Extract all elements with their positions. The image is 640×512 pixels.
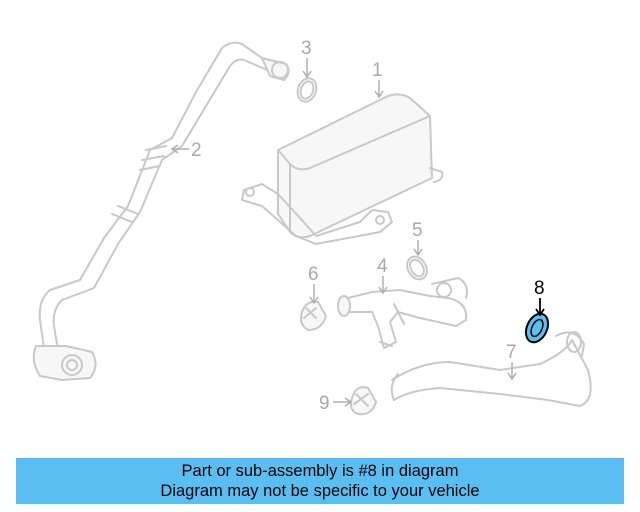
callout-5: 5 bbox=[412, 220, 423, 241]
callout-4: 4 bbox=[377, 256, 388, 277]
part-8-gasket-highlighted bbox=[524, 312, 550, 344]
part-2-hose bbox=[32, 41, 290, 381]
leader-2 bbox=[170, 144, 189, 154]
leader-6 bbox=[309, 284, 319, 305]
part-9-clamp bbox=[349, 386, 377, 416]
leader-5 bbox=[413, 240, 423, 257]
banner-line-2: Diagram may not be specific to your vehi… bbox=[160, 482, 480, 500]
callout-1: 1 bbox=[372, 60, 383, 81]
part-3-o-ring bbox=[296, 77, 318, 103]
callout-8: 8 bbox=[534, 278, 545, 299]
part-7-hose bbox=[390, 331, 592, 407]
callout-2: 2 bbox=[191, 140, 202, 161]
leader-3 bbox=[302, 58, 312, 79]
parts-diagram: 1 2 3 4 5 6 7 8 9 bbox=[32, 38, 592, 416]
part-4-pipe bbox=[337, 277, 468, 349]
callout-3: 3 bbox=[301, 38, 312, 59]
callout-6: 6 bbox=[308, 264, 319, 285]
callout-9: 9 bbox=[319, 393, 330, 414]
leader-1 bbox=[374, 80, 384, 99]
callout-7: 7 bbox=[506, 342, 517, 363]
part-6-clamp bbox=[299, 300, 327, 331]
part-1-oil-cooler bbox=[241, 93, 444, 245]
leader-4 bbox=[378, 276, 388, 295]
leader-9 bbox=[333, 397, 353, 407]
leader-7 bbox=[507, 362, 517, 381]
leader-8 bbox=[535, 298, 545, 317]
part-5-o-ring bbox=[406, 255, 428, 281]
info-banner: Part or sub-assembly is #8 in diagram Di… bbox=[16, 458, 624, 504]
banner-line-1: Part or sub-assembly is #8 in diagram bbox=[181, 462, 459, 480]
